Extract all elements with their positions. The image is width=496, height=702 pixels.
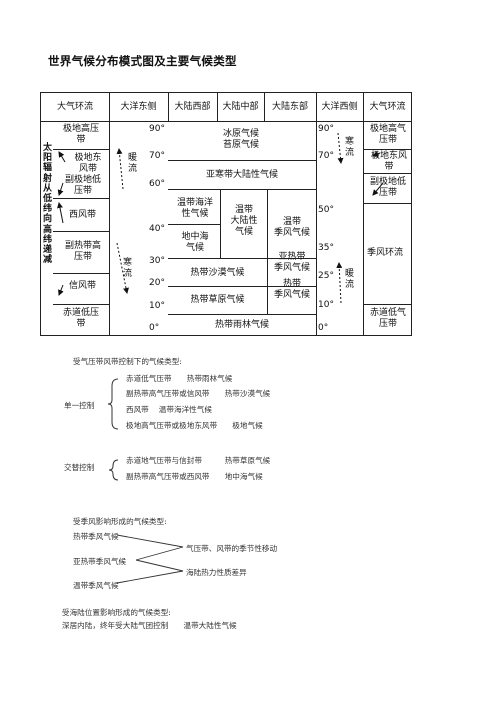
- header-continent-east: 大陆东部: [271, 102, 308, 112]
- header-continent-west: 大陆西部: [174, 102, 211, 112]
- climate-savanna: 热带草原气候: [190, 295, 245, 305]
- climate-temperate-marine: 温带海洋 性气候: [176, 198, 213, 219]
- lat-35-right: 35°: [318, 243, 334, 253]
- land-line: 深居内陆，终年受大陆气团控制 温带大陆性气候: [62, 621, 237, 630]
- climate-tropical-desert: 热带沙漠气候: [190, 268, 245, 278]
- alt-line-2: 副热带高气压带或西风带 地中海气候: [126, 472, 263, 481]
- monsoon-subtropical: 亚热带季风气候: [73, 557, 127, 566]
- monsoon-temperate: 温带季风气候: [73, 581, 119, 590]
- climate-rainforest: 热带雨林气候: [214, 320, 269, 330]
- climate-distribution-diagram: 大气环流 大洋东侧 大陆西部 大陆中部 大陆东部 大洋西侧 大气环流 太阳辐射从…: [40, 92, 412, 336]
- climate-mediterranean: 地中海 气候: [181, 232, 209, 253]
- header-ocean-west: 大洋西侧: [321, 102, 358, 112]
- lat-30-left: 30°: [149, 256, 165, 266]
- single-line-3: 西风带 温带海洋性气候: [126, 405, 212, 414]
- left-subtropical-high: 副热带高压带: [64, 241, 101, 262]
- single-line-1: 赤道低气压带 热带雨林气候: [126, 374, 233, 383]
- right-equatorial-low: 赤道低气压带: [369, 308, 406, 329]
- lat-70-right: 70°: [318, 151, 334, 161]
- lat-90-right: 90°: [318, 124, 334, 134]
- climate-subarctic-continental: 亚寒带大陆性气候: [205, 170, 278, 180]
- right-subpolar-low: 副极地低压带: [369, 177, 406, 198]
- monsoon-intro: 受季风影响形成的气候类型:: [73, 517, 167, 526]
- monsoon-cause-2: 海陆热力性质差异: [186, 568, 247, 577]
- left-polar-high: 极地高压带: [63, 124, 100, 145]
- header-atmos-circulation-right: 大气环流: [369, 102, 406, 112]
- lat-40-left: 40°: [149, 224, 165, 234]
- lat-60-left: 60°: [149, 179, 165, 189]
- alternating-control-label: 交替控制: [64, 463, 95, 472]
- lat-25-right: 25°: [318, 271, 334, 281]
- header-ocean-east: 大洋东侧: [120, 102, 157, 112]
- lat-10-right: 10°: [318, 300, 334, 310]
- lat-0-right: 0°: [318, 323, 329, 333]
- left-polar-easterlies: 极地东风带: [74, 153, 102, 174]
- lat-90-left: 90°: [149, 124, 165, 134]
- left-cold-current: 寒流: [123, 258, 133, 279]
- lat-70-left: 70°: [149, 151, 165, 161]
- header-continent-center: 大陆中部: [222, 102, 259, 112]
- single-line-4: 极地高气压带或极地东风带 极地气候: [126, 421, 263, 430]
- left-equatorial-low: 赤道低压带: [63, 308, 100, 329]
- alt-line-1: 赤道地气压带与信封带 热带草原气候: [126, 456, 271, 465]
- land-intro: 受海陆位置影响形成的气候类型:: [62, 608, 171, 617]
- pressure-intro: 受气压带风带控制下的气候类型:: [73, 357, 182, 366]
- monsoon-cause-1: 气压带、风带的季节性移动: [186, 544, 278, 553]
- monsoon-tropical: 热带季风气候: [73, 532, 119, 541]
- climate-subtropical-monsoon: 亚热带 季风气候: [273, 252, 310, 273]
- page-title: 世界气候分布模式图及主要气候类型: [48, 54, 237, 68]
- lat-50-right: 50°: [318, 205, 334, 215]
- right-warm-current: 暖流: [345, 269, 355, 290]
- right-polar-high: 极地高气压带: [369, 124, 406, 145]
- climate-temperate-continental: 温带 大陆性 气候: [230, 205, 258, 237]
- diagram-arrows: [57, 132, 384, 304]
- left-subpolar-low: 副极地低压带: [65, 175, 102, 196]
- climate-temperate-monsoon: 温带 季风气候: [273, 217, 310, 238]
- left-westerlies: 西风带: [69, 210, 97, 220]
- climate-tropical-monsoon: 热带 季风气候: [273, 279, 310, 300]
- side-label-radiation: 太阳辐射从低纬向高纬递减: [43, 143, 53, 266]
- left-trade-winds: 信风带: [69, 281, 97, 291]
- lat-10-left: 10°: [149, 301, 165, 311]
- lat-20-left: 20°: [149, 278, 165, 288]
- right-cold-current: 寒流: [345, 137, 355, 158]
- header-atmos-circulation-left: 大气环流: [56, 102, 93, 112]
- right-monsoon-circulation: 季风环流: [367, 248, 404, 258]
- left-warm-current: 暖流: [128, 153, 138, 174]
- single-control-label: 单一控制: [64, 401, 95, 410]
- climate-polar: 冰原气候 苔原气候: [222, 129, 259, 150]
- right-polar-easterlies: 极地东风带: [371, 151, 408, 172]
- single-line-2: 副热带高气压带或信风带 热带沙漠气候: [126, 389, 271, 398]
- lat-0-left: 0°: [149, 323, 160, 333]
